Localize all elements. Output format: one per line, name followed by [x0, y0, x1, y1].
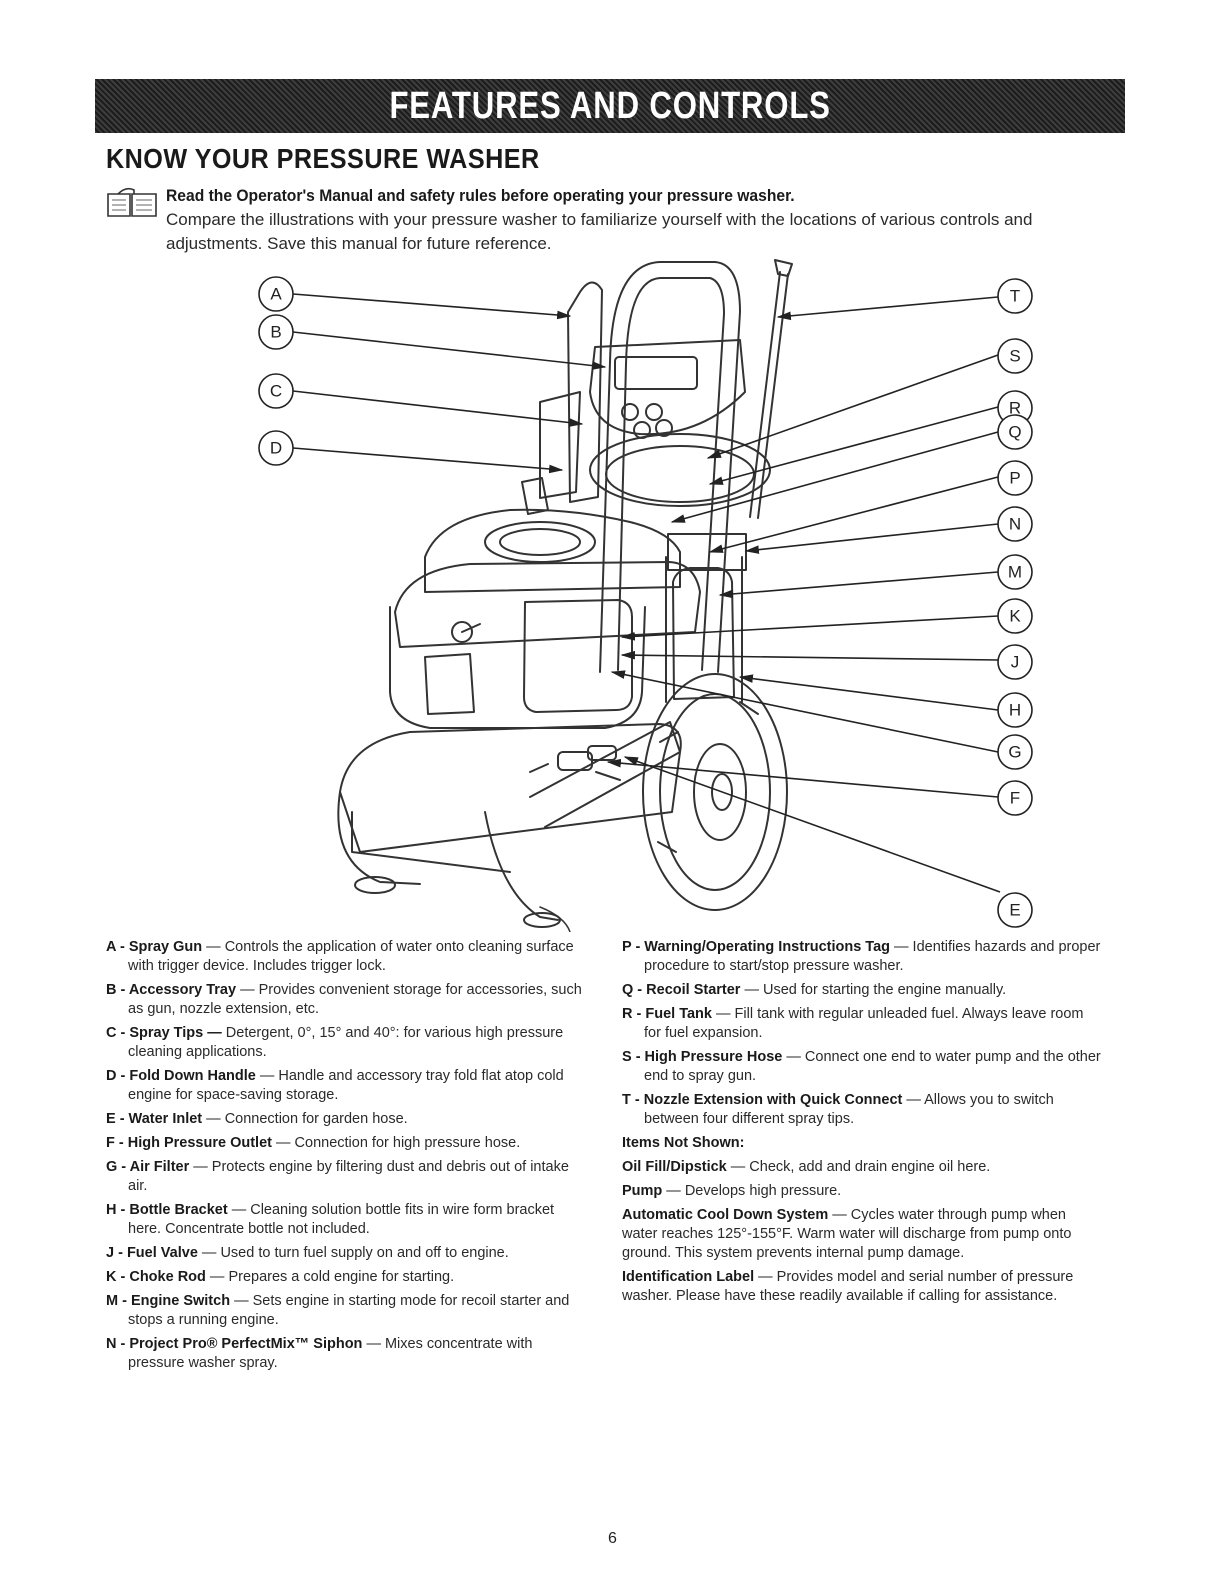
pressure-washer-diagram: A B C D T S R Q P N M K J H G F E — [240, 252, 1060, 932]
callout-A: A — [270, 285, 282, 304]
leader-S-line — [708, 355, 998, 458]
section-banner: FEATURES AND CONTROLS — [95, 79, 1125, 133]
callout-T: T — [1010, 287, 1020, 306]
legend-right-column: P - Warning/Operating Instructions Tag —… — [622, 938, 1102, 1311]
legend-item: F - High Pressure Outlet — Connection fo… — [106, 1134, 586, 1153]
leader-G — [612, 672, 998, 752]
leader-F — [608, 762, 998, 797]
callout-D: D — [270, 439, 282, 458]
callout-N: N — [1009, 515, 1021, 534]
not-shown-item: Oil Fill/Dipstick — Check, add and drain… — [622, 1158, 1102, 1177]
not-shown-item: Identification Label — Provides model an… — [622, 1268, 1102, 1306]
manual-book-icon — [106, 186, 158, 218]
legend-item: Q - Recoil Starter — Used for starting t… — [622, 981, 1102, 1000]
leader-D — [293, 448, 562, 470]
leader-C — [293, 391, 582, 424]
leader-M — [720, 572, 998, 595]
legend-item: B - Accessory Tray — Provides convenient… — [106, 981, 586, 1019]
legend-item: A - Spray Gun — Controls the application… — [106, 938, 586, 976]
legend-item: R - Fuel Tank — Fill tank with regular u… — [622, 1005, 1102, 1043]
legend-item: P - Warning/Operating Instructions Tag —… — [622, 938, 1102, 976]
legend-item: G - Air Filter — Protects engine by filt… — [106, 1158, 586, 1196]
legend-item: D - Fold Down Handle — Handle and access… — [106, 1067, 586, 1105]
items-not-shown-heading: Items Not Shown: — [622, 1134, 1102, 1153]
callout-B: B — [270, 323, 281, 342]
legend-item: M - Engine Switch — Sets engine in start… — [106, 1292, 586, 1330]
callout-S: S — [1009, 347, 1020, 366]
callout-C: C — [270, 382, 282, 401]
leader-H — [740, 677, 998, 710]
callout-Q: Q — [1008, 423, 1021, 442]
intro-warning: Read the Operator's Manual and safety ru… — [166, 186, 795, 206]
callout-M: M — [1008, 563, 1022, 582]
leader-K — [622, 616, 998, 637]
leader-B — [293, 332, 605, 367]
legend-item: T - Nozzle Extension with Quick Connect … — [622, 1091, 1102, 1129]
callout-H: H — [1009, 701, 1021, 720]
callout-J: J — [1011, 653, 1020, 672]
leader-E — [625, 757, 1000, 892]
not-shown-item: Automatic Cool Down System — Cycles wate… — [622, 1206, 1102, 1263]
leader-J — [622, 655, 998, 660]
legend-item: K - Choke Rod — Prepares a cold engine f… — [106, 1268, 586, 1287]
leader-T — [778, 297, 998, 317]
leader-N — [746, 524, 998, 551]
banner-title: FEATURES AND CONTROLS — [389, 85, 830, 128]
legend-item: H - Bottle Bracket — Cleaning solution b… — [106, 1201, 586, 1239]
page-number: 6 — [0, 1530, 1225, 1548]
callout-R: R — [1009, 399, 1021, 418]
legend-item: J - Fuel Valve — Used to turn fuel suppl… — [106, 1244, 586, 1263]
callout-G: G — [1008, 743, 1021, 762]
legend-item: C - Spray Tips — Detergent, 0°, 15° and … — [106, 1024, 586, 1062]
callout-E: E — [1009, 901, 1020, 920]
not-shown-item: Pump — Develops high pressure. — [622, 1182, 1102, 1201]
legend-item: N - Project Pro® PerfectMix™ Siphon — Mi… — [106, 1335, 586, 1373]
legend-item: S - High Pressure Hose — Connect one end… — [622, 1048, 1102, 1086]
legend-item: E - Water Inlet — Connection for garden … — [106, 1110, 586, 1129]
leader-A — [293, 294, 570, 316]
callout-leaders — [293, 256, 1000, 892]
intro-text: Compare the illustrations with your pres… — [166, 208, 1096, 256]
page-title: KNOW YOUR PRESSURE WASHER — [106, 143, 540, 175]
callout-F: F — [1010, 789, 1020, 808]
washer-illustration — [338, 260, 792, 932]
callout-K: K — [1009, 607, 1021, 626]
legend-left-column: A - Spray Gun — Controls the application… — [106, 938, 586, 1378]
callout-P: P — [1009, 469, 1020, 488]
